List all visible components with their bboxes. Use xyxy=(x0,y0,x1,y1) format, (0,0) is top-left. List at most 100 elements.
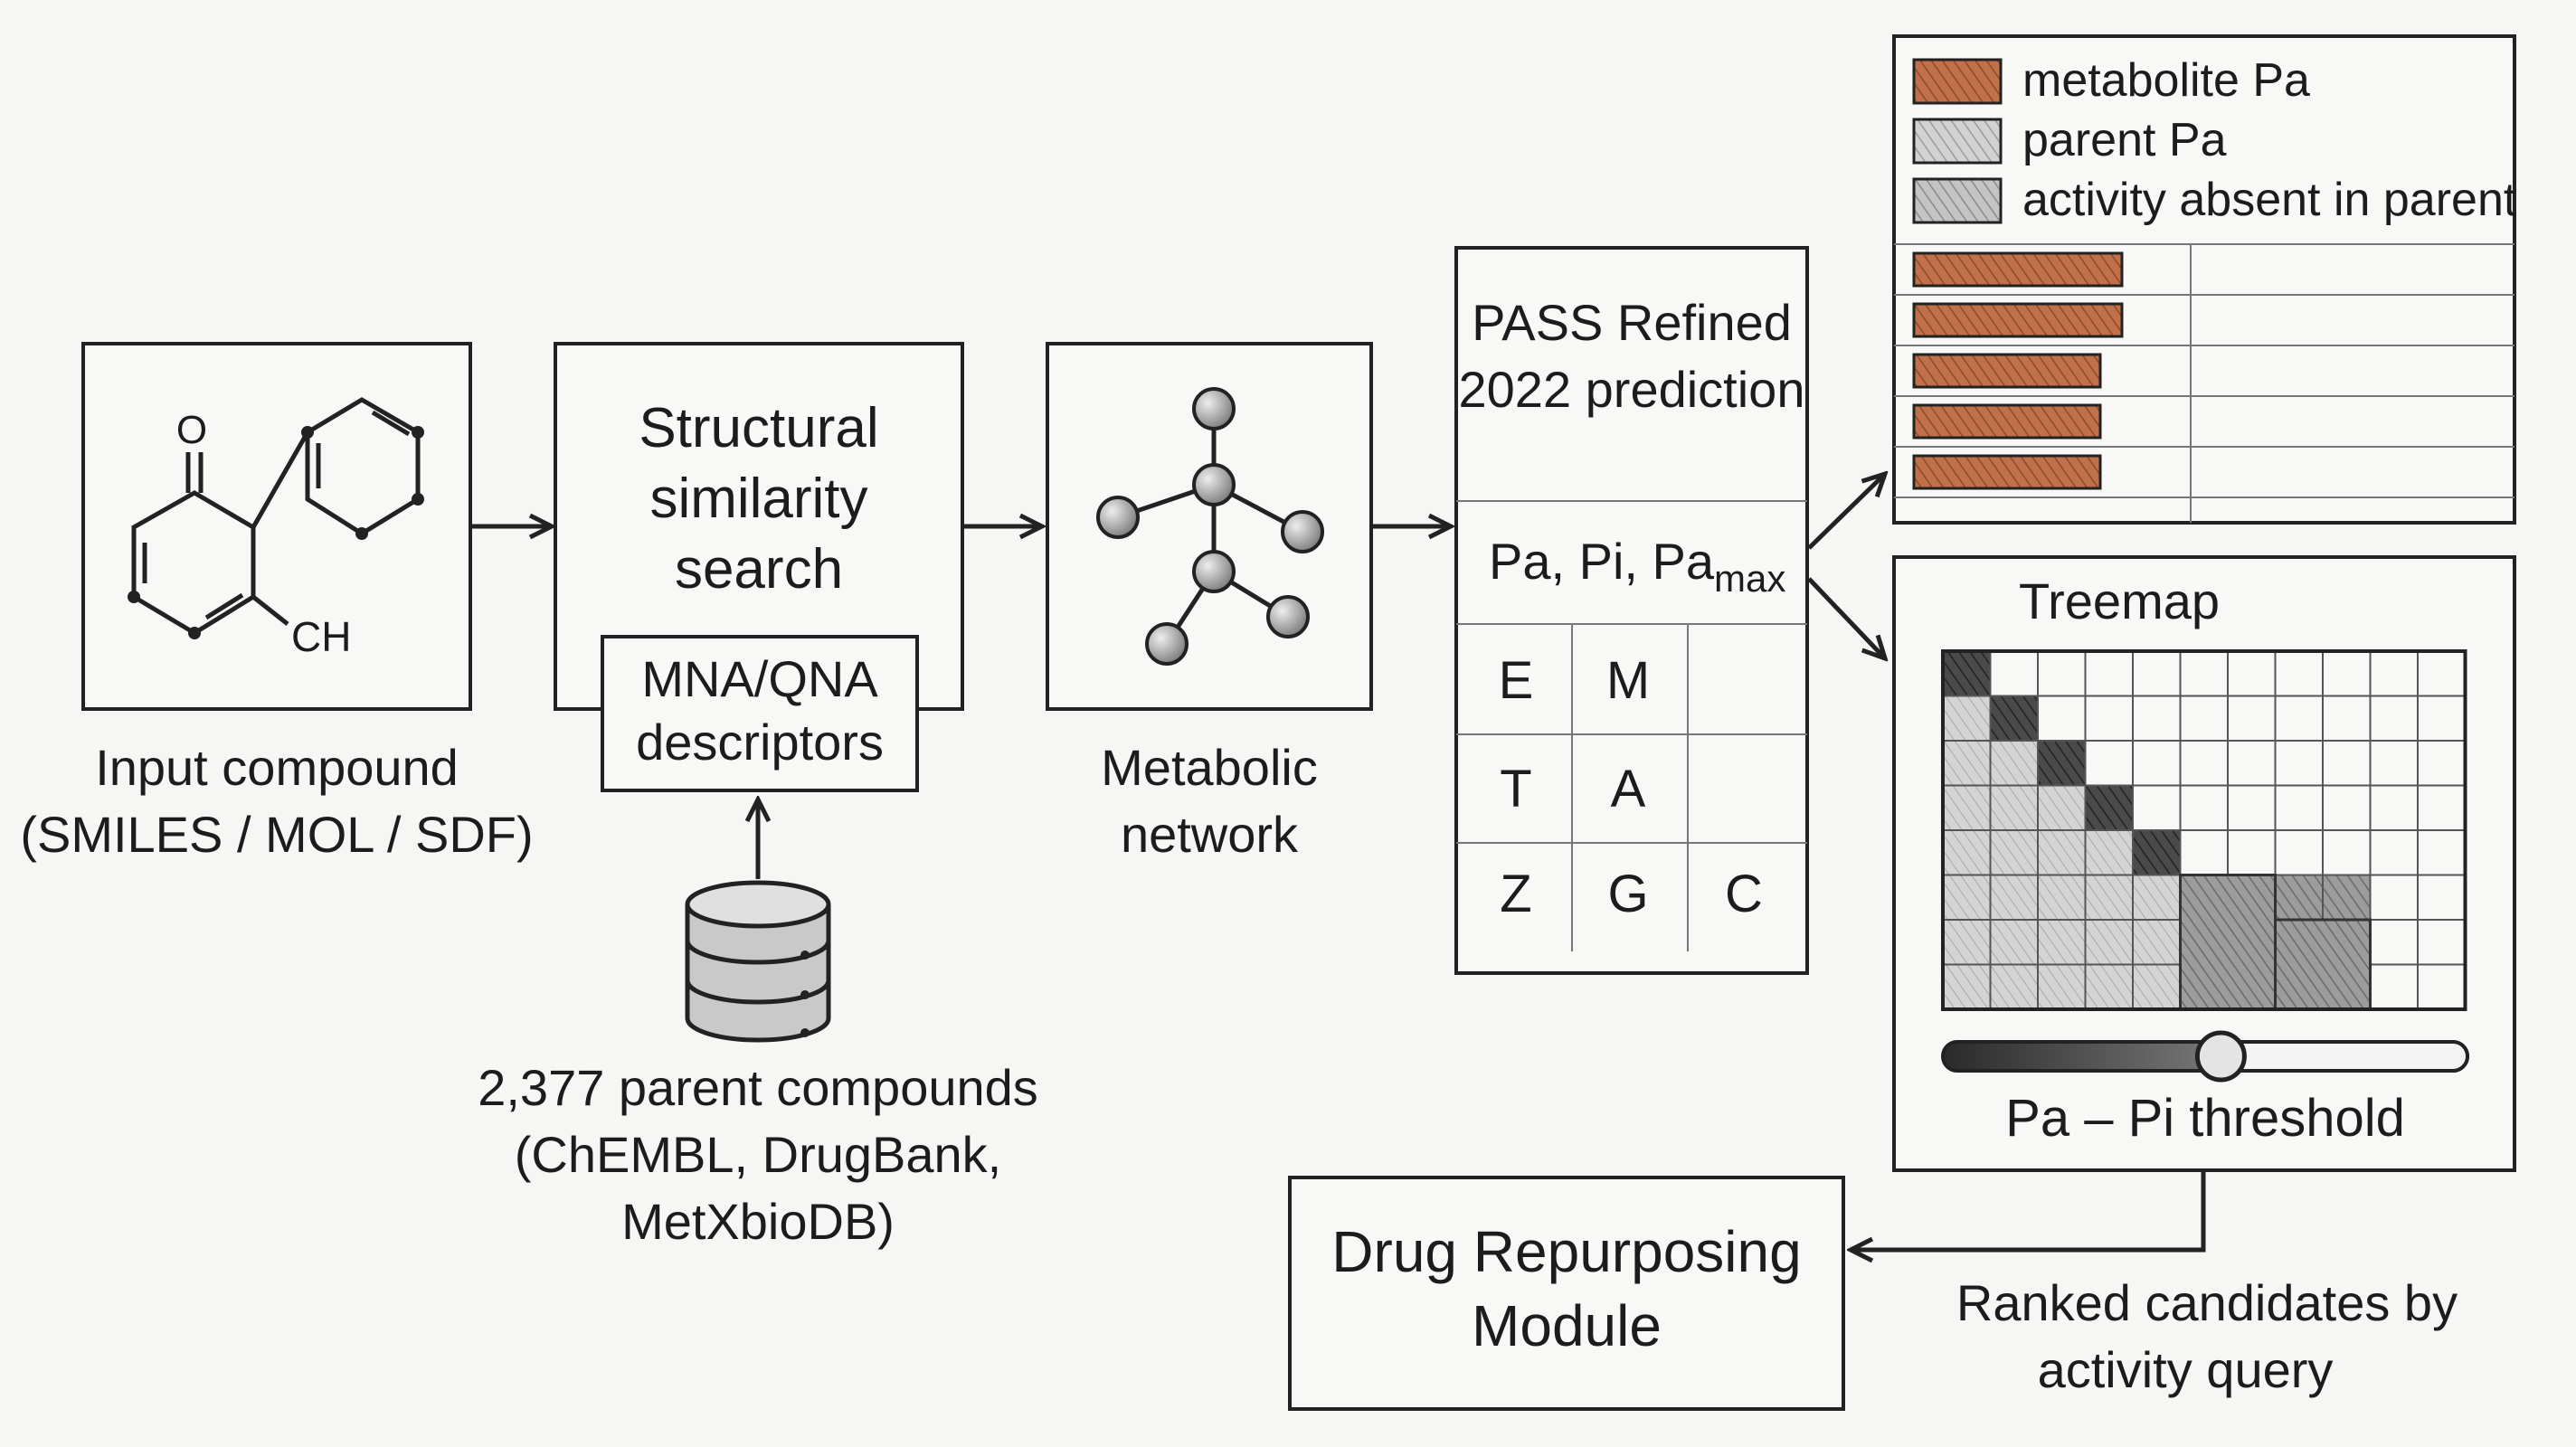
arrow-pass-to-treemap xyxy=(1807,577,1885,658)
ranked-caption-line1: Ranked candidates by xyxy=(1956,1274,2458,1331)
database-icon xyxy=(685,880,831,1043)
treemap-panel: Treemap Pa – Pi threshold xyxy=(1892,555,2516,1172)
drug-repurposing-node: Drug Repurposing Module xyxy=(1288,1176,1845,1411)
treemap-cell xyxy=(2227,695,2277,742)
treemap-cell xyxy=(2274,740,2324,787)
treemap-cell xyxy=(2417,695,2467,742)
treemap-cell xyxy=(2037,829,2087,876)
descriptors-box xyxy=(601,635,919,792)
treemap-cell xyxy=(2369,784,2419,831)
treemap-cell xyxy=(2369,695,2419,742)
treemap-title: Treemap xyxy=(2019,572,2220,629)
similarity-title-line2: similarity xyxy=(649,468,867,530)
similarity-title-line3: search xyxy=(675,538,843,601)
treemap-cell xyxy=(2084,829,2134,876)
treemap-cell xyxy=(2132,829,2182,876)
pass-cell: M xyxy=(1606,651,1650,710)
treemap-cell xyxy=(2227,829,2277,876)
treemap-cell xyxy=(2132,650,2182,697)
treemap-cell xyxy=(2179,650,2229,697)
treemap-cell xyxy=(1989,784,2039,831)
pass-cell: G xyxy=(1607,865,1648,923)
treemap-cell xyxy=(2274,695,2324,742)
treemap-grid xyxy=(1941,649,2467,1011)
input-caption-line2: (SMILES / MOL / SDF) xyxy=(20,806,533,863)
slider-label: Pa – Pi threshold xyxy=(2005,1089,2405,1148)
treemap-block xyxy=(2274,918,2372,1011)
pass-cell: T xyxy=(1500,760,1531,818)
metabolic-caption-line2: network xyxy=(1121,806,1299,863)
treemap-cell xyxy=(2037,874,2087,921)
input-compound-node: O CH xyxy=(81,342,472,711)
treemap-cell xyxy=(2037,963,2087,1010)
treemap-cell xyxy=(1942,874,1992,921)
metabolite-bar xyxy=(1912,251,2124,288)
treemap-cell xyxy=(2037,650,2087,697)
pass-params: Pa, Pi, Pamax xyxy=(1489,533,1785,600)
treemap-cell xyxy=(2037,695,2087,742)
treemap-cell xyxy=(2084,740,2134,787)
treemap-cell xyxy=(2132,784,2182,831)
treemap-cell xyxy=(1989,919,2039,966)
slider-track-remaining xyxy=(2219,1040,2469,1073)
legend-swatch-metabolite xyxy=(1912,58,2003,105)
treemap-cell xyxy=(1989,650,2039,697)
threshold-slider[interactable] xyxy=(1941,1030,2469,1083)
treemap-cell xyxy=(2322,874,2372,921)
treemap-cell xyxy=(2037,919,2087,966)
pass-box xyxy=(1454,246,1809,975)
metabolite-bar xyxy=(1912,353,2102,389)
treemap-cell xyxy=(2084,650,2134,697)
treemap-cell xyxy=(2274,784,2324,831)
treemap-cell xyxy=(2179,695,2229,742)
input-compound-box xyxy=(81,342,472,711)
atom-ch-label: CH xyxy=(291,613,351,660)
treemap-cell xyxy=(2322,695,2372,742)
treemap-cell xyxy=(2132,874,2182,921)
treemap-cell xyxy=(2037,784,2087,831)
slider-thumb[interactable] xyxy=(2194,1030,2247,1083)
treemap-cell xyxy=(2084,784,2134,831)
bar-chart xyxy=(1894,251,2514,498)
network-nodes xyxy=(1096,387,1324,666)
metabolic-caption-line1: Metabolic xyxy=(1101,739,1318,796)
legend-absent-label: activity absent in parent xyxy=(2022,174,2517,226)
treemap-cell xyxy=(2417,784,2467,831)
database-caption-line1: 2,377 parent compounds xyxy=(478,1059,1038,1116)
treemap-cell xyxy=(2322,740,2372,787)
treemap-cell xyxy=(2417,874,2467,921)
treemap-cell xyxy=(2369,829,2419,876)
treemap-cell xyxy=(2179,784,2229,831)
treemap-cell xyxy=(1942,963,1992,1010)
treemap-cell xyxy=(2179,740,2229,787)
treemap-cell xyxy=(1942,919,1992,966)
ranked-caption-line2: activity query xyxy=(2038,1341,2334,1398)
metabolite-bar xyxy=(1912,302,2124,338)
treemap-cell xyxy=(2084,919,2134,966)
treemap-cell xyxy=(1989,695,2039,742)
treemap-cell xyxy=(1942,829,1992,876)
treemap-cell xyxy=(2417,829,2467,876)
treemap-cell xyxy=(2369,963,2419,1010)
input-caption-line1: Input compound xyxy=(95,739,459,796)
treemap-cell xyxy=(2274,650,2324,697)
treemap-cell xyxy=(2369,919,2419,966)
descriptor-line1: MNA/QNA xyxy=(641,650,878,707)
treemap-cell xyxy=(2322,784,2372,831)
treemap-cell xyxy=(2274,829,2324,876)
treemap-cell xyxy=(1989,740,2039,787)
treemap-cell xyxy=(2417,919,2467,966)
treemap-cell xyxy=(2274,874,2324,921)
treemap-cell xyxy=(2227,740,2277,787)
treemap-cell xyxy=(2417,740,2467,787)
treemap-cell xyxy=(1989,874,2039,921)
treemap-cell xyxy=(2227,784,2277,831)
treemap-cell xyxy=(2369,874,2419,921)
legend: metabolite Pa parent Pa activity absent … xyxy=(1912,54,2517,226)
pass-activity-grid: E M T A Z G C xyxy=(1499,651,1763,923)
pass-title-line2: 2022 prediction xyxy=(1459,361,1805,418)
treemap-cell xyxy=(1989,963,2039,1010)
database-caption-line3: MetXbioDB) xyxy=(621,1193,895,1250)
treemap-border xyxy=(1941,649,2467,1011)
treemap-cell xyxy=(2037,740,2087,787)
